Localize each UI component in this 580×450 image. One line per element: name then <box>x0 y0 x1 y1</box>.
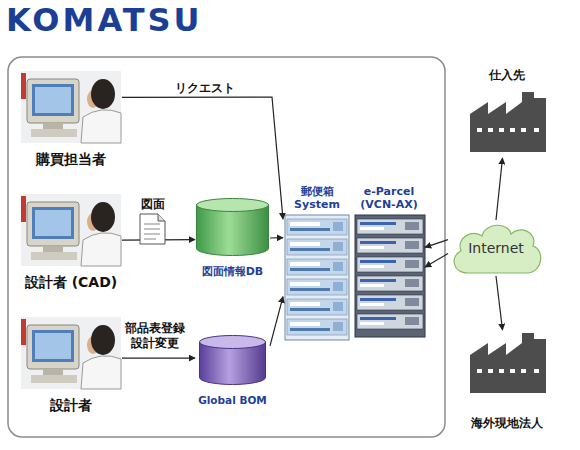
node-label: 郵便箱 System <box>283 185 351 211</box>
edge-label: 図面 <box>133 197 173 212</box>
node-label: 仕入先 <box>462 68 552 82</box>
person-node: 設計者 (CAD) <box>20 193 122 291</box>
flow-arrow <box>122 239 195 241</box>
flow-arrow <box>496 276 503 330</box>
flow-arrow <box>425 240 448 248</box>
flow-arrow <box>496 158 503 220</box>
flow-arrow <box>122 357 195 358</box>
node-label: 設計者 (CAD) <box>20 274 122 291</box>
company-logo: KOMATSU <box>6 2 203 38</box>
server-node: 郵便箱 System <box>283 185 351 340</box>
node-label: 設計者 <box>20 397 122 414</box>
cylinder-top <box>197 199 269 212</box>
database-cylinder: Global BOM <box>195 335 270 407</box>
factory-node: 仕入先 <box>462 68 552 158</box>
database-cylinder: 図面情報DB <box>195 198 270 278</box>
flow-arrow <box>425 254 448 267</box>
eparcel-server-rack <box>355 215 425 337</box>
flow-arrow <box>122 97 283 219</box>
cylinder-body <box>197 205 269 256</box>
edge-label: 部品表登録 設計変更 <box>123 321 187 351</box>
node-label: e-Parcel (VCN-AX) <box>353 185 425 211</box>
mailbox-server-rack <box>285 215 349 340</box>
flow-arrow <box>270 297 283 346</box>
cylinder-outline <box>199 335 266 385</box>
node-label: 海外現地法人 <box>462 416 552 430</box>
flow-arrow <box>270 237 283 239</box>
cylinder-outline <box>196 198 269 256</box>
node-label: 購買担当者 <box>20 151 122 168</box>
drawing-document-icon <box>140 214 165 244</box>
person-node: 設計者 <box>20 316 122 414</box>
designer-photo <box>21 317 121 389</box>
node-label: 図面情報DB <box>195 265 270 278</box>
person-node: 購買担当者 <box>20 70 122 168</box>
node-label: Internet <box>448 240 544 257</box>
cylinder-top <box>200 336 266 349</box>
system-frame <box>8 57 445 437</box>
cad-designer-photo <box>21 194 121 266</box>
node-label: Global BOM <box>195 394 270 407</box>
internet-cloud: Internet <box>448 220 544 276</box>
factory-node: 海外現地法人 <box>462 330 552 430</box>
supplier-factory <box>470 92 546 152</box>
overseas-factory <box>470 333 546 393</box>
buyer-photo <box>21 71 121 143</box>
server-node: e-Parcel (VCN-AX) <box>353 185 425 337</box>
edge-label: リクエスト <box>160 81 250 96</box>
